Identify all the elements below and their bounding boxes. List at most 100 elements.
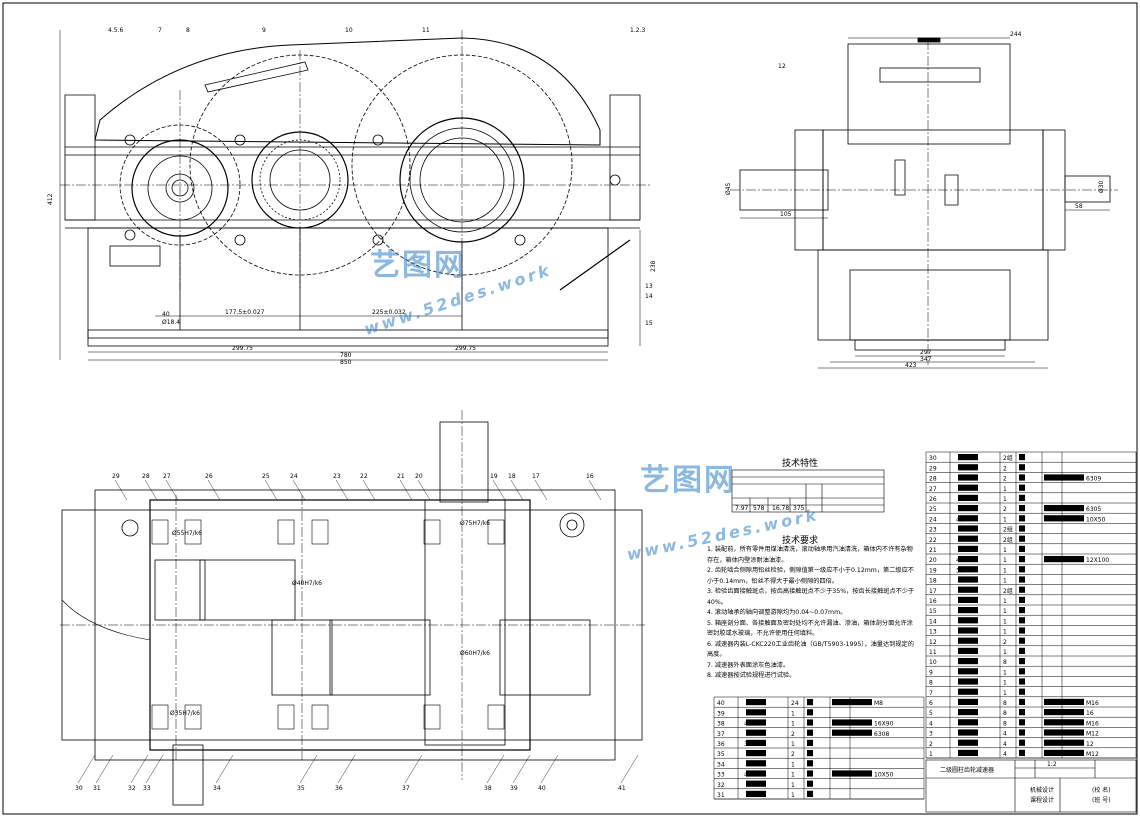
bom-row-qty: 2组 — [1003, 454, 1013, 462]
bom-row-note: 12 — [1086, 741, 1094, 748]
leader-line — [512, 754, 531, 784]
dim-shaft-len-left: 105 — [780, 211, 792, 218]
bom-redacted-mark — [1019, 637, 1025, 644]
callout-top-28: 28 — [142, 473, 150, 480]
callout-bottom-38: 38 — [484, 785, 492, 792]
bom-row-number: 3 — [929, 731, 933, 738]
bom-redacted-mark — [1019, 627, 1025, 634]
bom-row-qty: 1 — [1003, 598, 1007, 605]
bom-redacted-mark — [1019, 494, 1025, 501]
bom-redacted-code — [958, 525, 978, 532]
dim-small-b: Ø18.4 — [162, 319, 180, 326]
bom-row-qty: 24 — [791, 700, 799, 707]
bom-row-qty: 1 — [791, 772, 795, 779]
callout-bottom-32: 32 — [128, 785, 136, 792]
school-name: (校 名) — [1092, 786, 1111, 794]
bom-redacted-mark — [807, 790, 813, 797]
bom-row-qty: 2 — [1003, 465, 1007, 472]
bom-row-material: 45 — [956, 557, 964, 564]
bom-redacted-code — [958, 668, 978, 675]
bom-redacted-mark — [1019, 545, 1025, 552]
bom-row-qty: 1 — [1003, 578, 1007, 585]
bom-redacted-name — [1044, 749, 1084, 756]
callout-bottom-30: 30 — [75, 785, 83, 792]
fit-label: Ø40H7/k6 — [292, 580, 322, 587]
bom-row-number: 11 — [929, 649, 937, 656]
bom-row-qty: 4 — [1003, 751, 1007, 758]
requirement-item: 4. 滚动轴承的轴向调整游隙均为0.04~0.07mm。 — [707, 609, 847, 616]
bom-row-number: 12 — [929, 639, 937, 646]
callout-1-2-3: 1.2.3 — [630, 27, 645, 34]
bom-redacted-code — [746, 760, 766, 767]
front-view-callouts: 4.5.6 7 8 9 10 11 1.2.3 13 14 15 412 238… — [47, 27, 657, 366]
bom-row-number: 24 — [929, 516, 937, 523]
bom-row-number: 32 — [717, 782, 725, 789]
bom-row-number: 36 — [717, 741, 725, 748]
bom-row-qty: 1 — [1003, 557, 1007, 564]
bom-row-note: 12X100 — [1086, 557, 1109, 564]
bom-redacted-code — [958, 607, 978, 614]
callout-top-23: 23 — [333, 473, 341, 480]
callout-10: 10 — [345, 27, 353, 34]
bom-redacted-name — [832, 719, 872, 726]
callout-top-26: 26 — [205, 473, 213, 480]
side-view-labels: 244 Ø45 105 Ø30 58 297 347 423 12 — [725, 31, 1105, 369]
callout-bottom-39: 39 — [510, 785, 518, 792]
bom-row-number: 19 — [929, 567, 937, 574]
dim-base-inner: 297 — [920, 349, 932, 356]
leader-line — [620, 754, 639, 784]
course-name: 机械设计 — [1030, 786, 1054, 794]
bom-row-note: 6309 — [1086, 476, 1101, 483]
sheet-title: 二级圆柱齿轮减速器 — [940, 766, 994, 774]
bom-redacted-mark — [1019, 658, 1025, 665]
bom-redacted-code — [958, 688, 978, 695]
bom-row-number: 16 — [929, 598, 937, 605]
bom-row-qty: 1 — [791, 710, 795, 717]
bom-redacted-code — [958, 658, 978, 665]
bom-redacted-mark — [1019, 576, 1025, 583]
bom-row-qty: 8 — [1003, 710, 1007, 717]
bom-redacted-mark — [1019, 556, 1025, 563]
feature-value-4: 375 — [793, 505, 805, 512]
bom-row-note: 10X50 — [874, 772, 894, 779]
dim-base-total: 423 — [905, 362, 917, 369]
bom-row-number: 5 — [929, 710, 933, 717]
callout-top-18: 18 — [508, 473, 516, 480]
callout-top-16: 16 — [586, 473, 594, 480]
bom-row-qty: 1 — [791, 741, 795, 748]
bom-row-number: 2 — [929, 741, 933, 748]
bom-row-number: 17 — [929, 588, 937, 595]
bom-row-note: M12 — [1086, 731, 1099, 738]
bom-redacted-mark — [1019, 678, 1025, 685]
title-block-text: 二级圆柱齿轮减速器 1:2 机械设计 课程设计 (校 名) (班 号) — [940, 761, 1111, 804]
bom-row-number: 15 — [929, 608, 937, 615]
bom-row-qty: 1 — [1003, 680, 1007, 687]
bom-redacted-code — [958, 545, 978, 552]
bom-redacted-code — [958, 515, 978, 522]
leader-line — [492, 479, 506, 501]
leader-line — [534, 479, 548, 501]
bom-row-note: M16 — [1086, 720, 1099, 727]
bom-redacted-name — [1044, 505, 1084, 512]
bom-redacted-code — [958, 454, 978, 461]
callout-bottom-33: 33 — [143, 785, 151, 792]
class-number: (班 号) — [1092, 796, 1111, 804]
bom-redacted-name — [1044, 739, 1084, 746]
bom-row-qty: 8 — [1003, 700, 1007, 707]
bom-redacted-mark — [1019, 454, 1025, 461]
bom-redacted-code — [958, 586, 978, 593]
bom-redacted-mark — [807, 739, 813, 746]
bom-row-note: 6305 — [1086, 506, 1101, 513]
bom-redacted-name — [1044, 556, 1084, 563]
bom-redacted-mark — [1019, 617, 1025, 624]
dim-total-len: 850 — [340, 359, 352, 366]
side-view — [730, 37, 1118, 369]
bom-redacted-name — [832, 770, 872, 777]
bom-row-number: 14 — [929, 618, 937, 625]
leader-line — [264, 479, 278, 501]
bom-row-material: 35 — [956, 567, 964, 574]
dim-top-width: 244 — [1010, 31, 1022, 38]
bom-redacted-mark — [1019, 719, 1025, 726]
bom-row-number: 10 — [929, 659, 937, 666]
